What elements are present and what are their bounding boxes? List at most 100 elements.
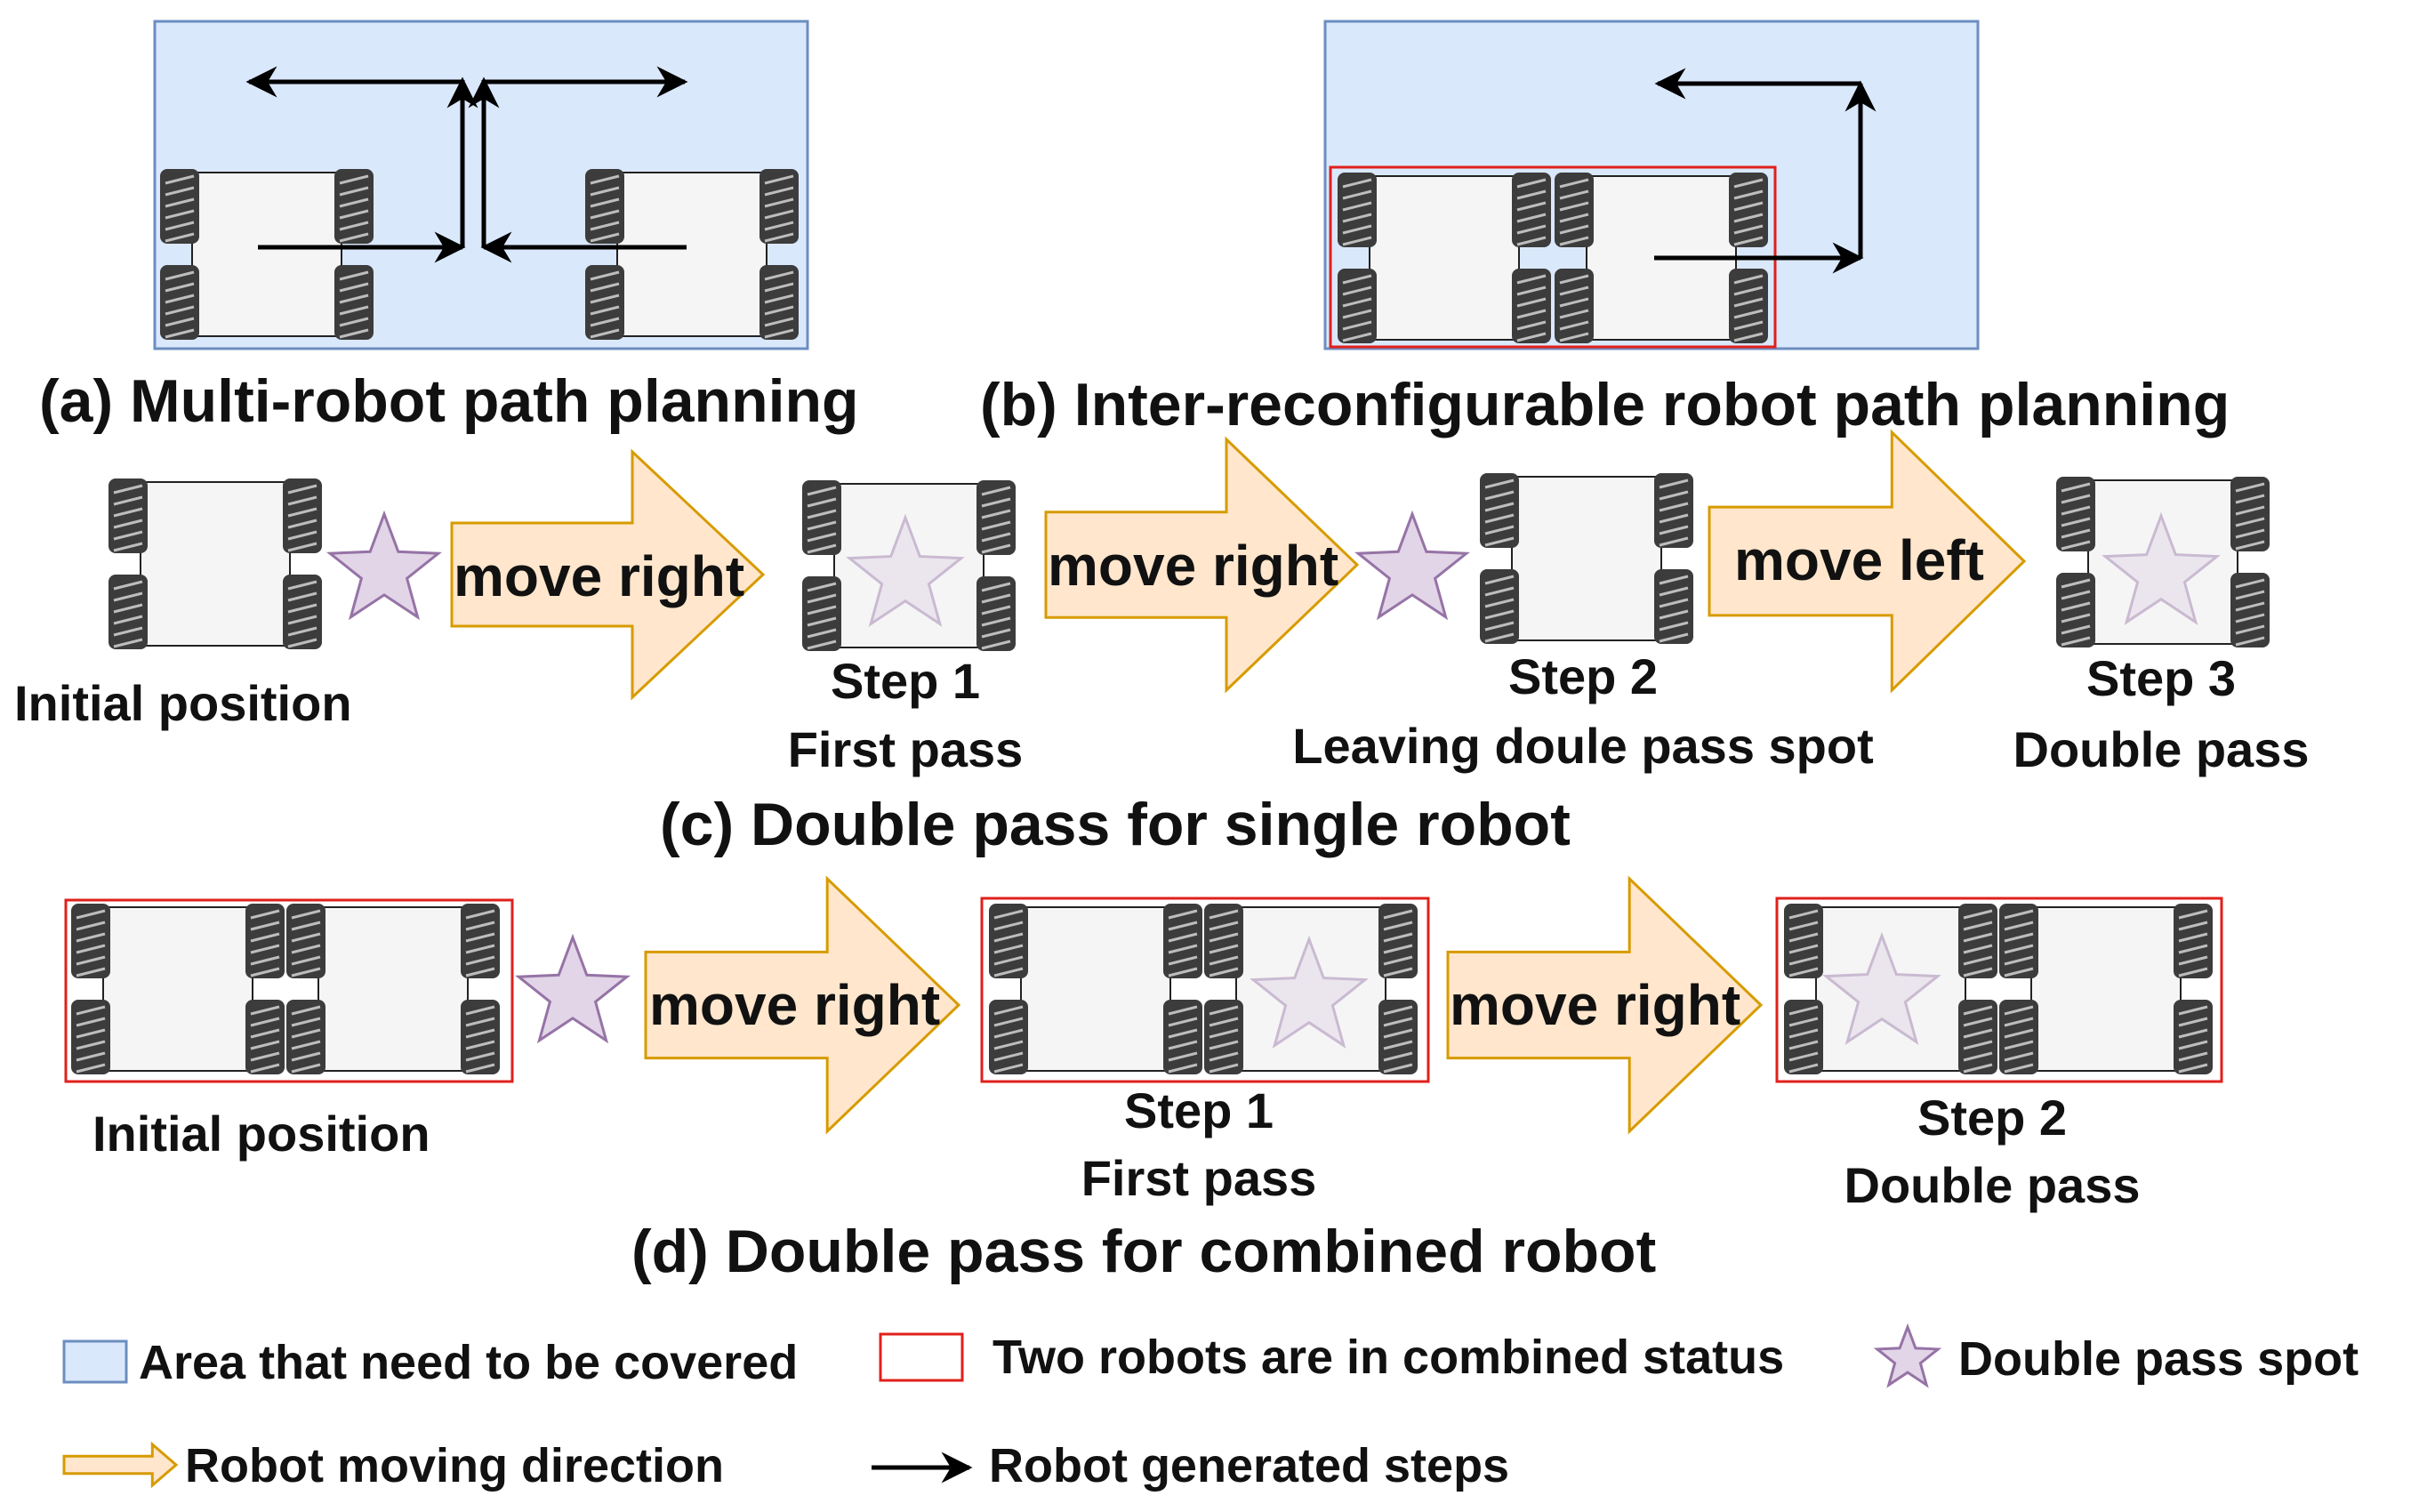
robot-body xyxy=(191,172,342,337)
move-label: move right xyxy=(649,973,940,1037)
wheel-icon xyxy=(461,1000,500,1074)
step-label: Step 3 xyxy=(2086,650,2236,706)
robot-body xyxy=(616,172,768,337)
wheel-icon xyxy=(2230,477,2270,551)
wheel-icon xyxy=(1480,569,1519,644)
legend-combined-swatch xyxy=(879,1332,964,1382)
wheel-icon xyxy=(1204,904,1243,978)
wheel-icon xyxy=(160,265,199,340)
robot-body xyxy=(140,481,291,647)
step-sublabel: Leaving doule pass spot xyxy=(1292,718,1873,774)
robot xyxy=(1999,904,2213,1074)
wheel-icon xyxy=(461,904,500,978)
path-steps xyxy=(1654,68,1877,274)
block-arrow-icon xyxy=(1708,429,2027,694)
wheel-icon xyxy=(989,1000,1028,1074)
wheel-icon xyxy=(283,575,322,649)
robot xyxy=(585,169,799,340)
robot-body xyxy=(1815,906,1966,1072)
robot-body xyxy=(833,483,984,648)
robot-body xyxy=(1020,906,1171,1072)
star-icon xyxy=(1822,931,1941,1045)
move-label: move right xyxy=(454,544,744,608)
step-label: Step 1 xyxy=(1124,1082,1274,1138)
wheel-icon xyxy=(1163,1000,1202,1074)
move-label: move right xyxy=(1450,973,1740,1037)
wheel-icon xyxy=(283,479,322,553)
wheel-icon xyxy=(108,575,148,649)
step-label: Step 2 xyxy=(1917,1090,2067,1146)
robot xyxy=(286,904,500,1074)
legend-steps-label: Robot generated steps xyxy=(989,1439,1509,1492)
move-label: move right xyxy=(1048,534,1338,598)
robot xyxy=(1784,904,1997,1074)
step-sublabel: Double pass xyxy=(1844,1157,2141,1213)
block-arrow-icon xyxy=(450,448,766,701)
wheel-icon xyxy=(2174,904,2213,978)
wheel-icon xyxy=(2230,573,2270,647)
legend-area-swatch xyxy=(62,1339,128,1384)
robot xyxy=(802,480,1016,651)
combined-status-frame xyxy=(1775,897,2223,1083)
wheel-icon xyxy=(1999,1000,2038,1074)
step-sublabel: First pass xyxy=(1081,1150,1317,1206)
star-icon xyxy=(1250,935,1369,1049)
star-icon xyxy=(846,513,965,627)
move-label: move left xyxy=(1734,528,1984,592)
wheel-icon xyxy=(1958,1000,1997,1074)
wheel-icon xyxy=(334,169,374,244)
block-arrow-icon xyxy=(1044,436,1360,694)
star-icon xyxy=(1354,510,1470,621)
wheel-icon xyxy=(1784,1000,1823,1074)
robot-body xyxy=(2087,479,2238,645)
wheel-icon xyxy=(1958,904,1997,978)
panel-d: move right Initial position Step 1 First… xyxy=(64,875,2223,1285)
wheel-icon xyxy=(1512,173,1551,247)
panel-a-title: (a) Multi-robot path planning xyxy=(39,367,859,435)
combined-status-frame xyxy=(980,897,1430,1083)
robot-body xyxy=(317,906,469,1072)
panel-c: move right Step 1 First pass move right … xyxy=(14,429,2310,858)
wheel-icon xyxy=(802,480,841,555)
wheel-icon xyxy=(1729,269,1768,343)
robot-body xyxy=(1511,476,1662,641)
wheel-icon xyxy=(160,169,199,244)
wheel-icon xyxy=(759,265,799,340)
wheel-icon xyxy=(1555,173,1594,247)
panel-a: (a) Multi-robot path planning xyxy=(39,20,859,435)
wheel-icon xyxy=(976,576,1016,651)
star-icon xyxy=(1873,1323,1942,1388)
initial-label: Initial position xyxy=(92,1106,430,1162)
step-label: Step 2 xyxy=(1508,648,1658,704)
panel-b: (b) Inter-reconfigurable robot path plan… xyxy=(980,20,2230,438)
wheel-icon xyxy=(1999,904,2038,978)
wheel-icon xyxy=(1654,569,1693,644)
wheel-icon xyxy=(334,265,374,340)
legend-direction-label: Robot moving direction xyxy=(185,1439,724,1492)
wheel-icon xyxy=(108,479,148,553)
wheel-icon xyxy=(585,265,624,340)
panel-d-title: (d) Double pass for combined robot xyxy=(631,1218,1656,1285)
step-sublabel: First pass xyxy=(788,721,1024,777)
step-sublabel: Double pass xyxy=(2013,721,2310,777)
wheel-icon xyxy=(802,576,841,651)
star-icon xyxy=(515,933,631,1044)
legend: Area that need to be covered Two robots … xyxy=(62,1323,2359,1492)
block-arrow-icon xyxy=(62,1441,179,1489)
wheel-icon xyxy=(2056,477,2095,551)
robot xyxy=(71,904,285,1074)
step-label: Step 1 xyxy=(831,653,980,709)
block-arrow-icon xyxy=(1446,875,1764,1135)
wheel-icon xyxy=(976,480,1016,555)
wheel-icon xyxy=(71,1000,110,1074)
wheel-icon xyxy=(1654,473,1693,548)
wheel-icon xyxy=(1378,904,1418,978)
robot-body xyxy=(102,906,253,1072)
panel-c-title: (c) Double pass for single robot xyxy=(660,791,1571,858)
wheel-icon xyxy=(2056,573,2095,647)
panel-b-title: (b) Inter-reconfigurable robot path plan… xyxy=(980,371,2230,438)
wheel-icon xyxy=(585,169,624,244)
wheel-icon xyxy=(1729,173,1768,247)
robot-body xyxy=(1369,175,1520,341)
